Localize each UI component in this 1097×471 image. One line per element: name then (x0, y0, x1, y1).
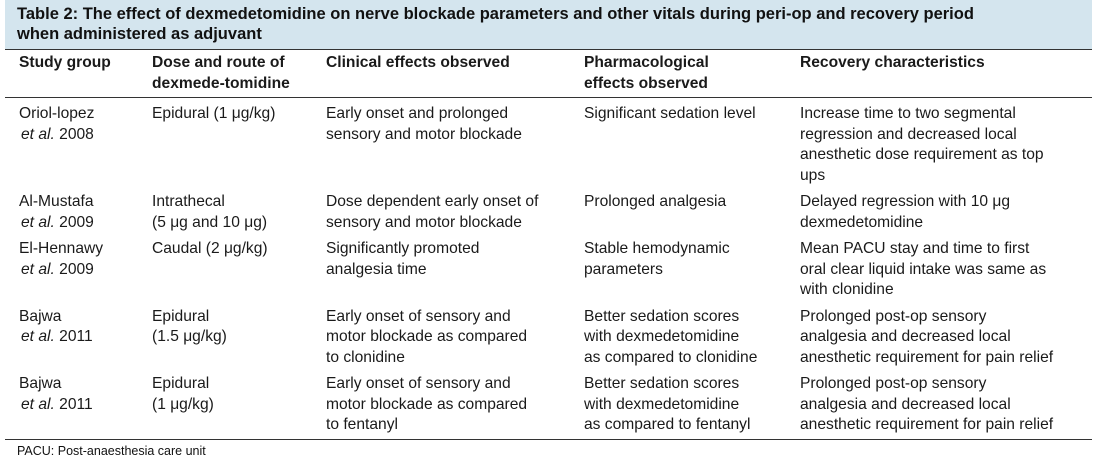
header-dose-route: Dose and route of dexmede-tomidine (138, 49, 312, 98)
cell-pharmacological-effects: Prolonged analgesia (584, 193, 727, 210)
header-clinical-effects: Clinical effects observed (312, 49, 570, 98)
header-pharmacological-effects: Pharmacological effects observed (570, 49, 786, 98)
cell-dose-route: Epidural(1.5 μg/kg) (152, 307, 227, 346)
data-table: Study group Dose and route of dexmede-to… (5, 49, 1092, 440)
cell-dose-route: Intrathecal(5 μg and 10 μg) (152, 193, 268, 231)
header-recovery: Recovery characteristics (786, 49, 1092, 98)
cell-dose-route: Epidural (1 μg/kg) (152, 105, 276, 122)
caption-line: when administered as adjuvant (17, 25, 262, 43)
cell-dose-route: Caudal (2 μg/kg) (152, 240, 268, 257)
cell-dose-route: Epidural(1 μg/kg) (138, 371, 312, 440)
header-row: Study group Dose and route of dexmede-to… (5, 49, 1092, 98)
table-figure: Table 2: The effect of dexmedetomidine o… (5, 0, 1092, 458)
table-caption: Table 2: The effect of dexmedetomidine o… (5, 0, 1092, 49)
header-study-group: Study group (5, 49, 138, 98)
caption-line: Table 2: The effect of dexmedetomidine o… (17, 5, 974, 23)
table-footnote: PACU: Post-anaesthesia care unit (17, 443, 206, 458)
cell-pharmacological-effects: Significant sedation level (584, 105, 756, 122)
